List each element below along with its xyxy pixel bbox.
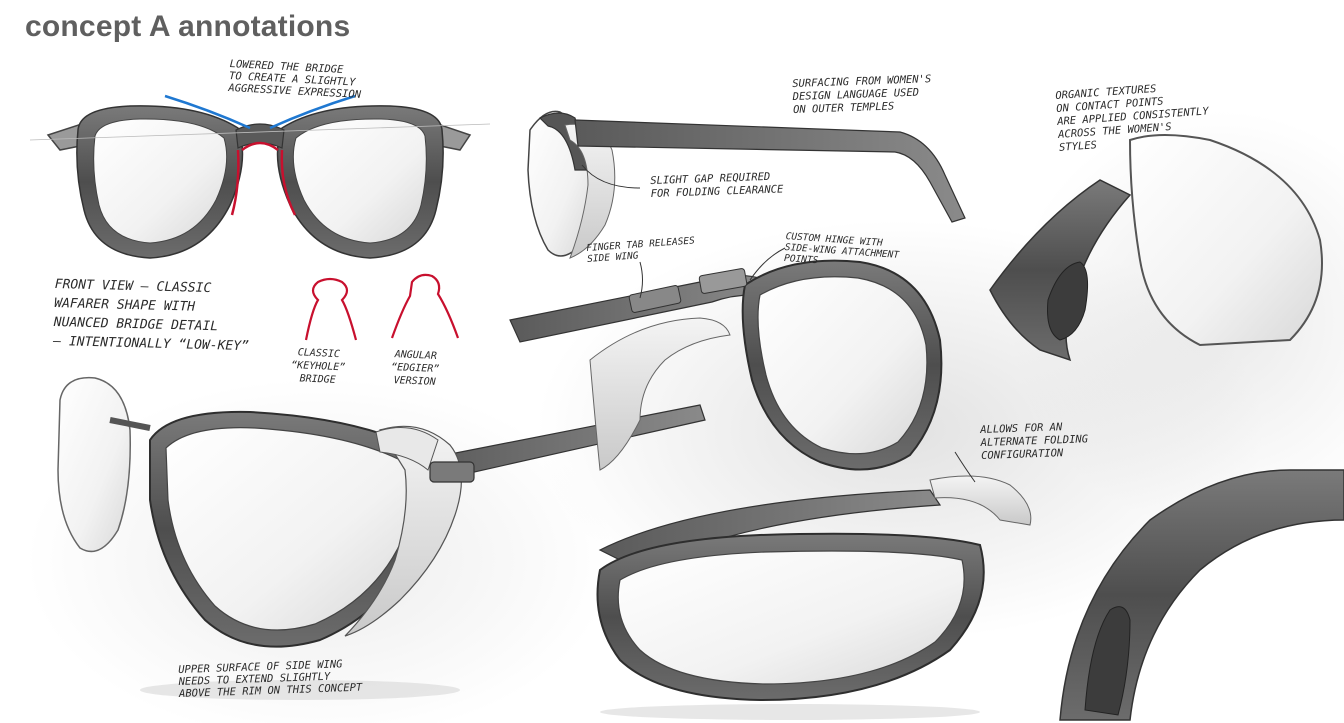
annotation-alternate-folding: Allows for an alternate folding configur…: [980, 421, 1089, 462]
hinge-detail-glasses: [509, 247, 943, 471]
side-view-glasses: [527, 110, 966, 259]
annotation-angular-version: Angular “edgier” version: [390, 349, 440, 388]
folded-glasses: [596, 451, 1032, 702]
annotation-lowered-bridge: Lowered the bridge to create a slightly …: [228, 58, 362, 101]
annotation-surfacing: Surfacing from women's design language u…: [792, 73, 932, 116]
texture-closeup-top: [989, 134, 1323, 362]
page-title: concept A annotations: [25, 10, 351, 43]
shadow-left: [140, 680, 460, 700]
annotation-slight-gap: Slight gap required for folding clearanc…: [650, 170, 784, 200]
annotation-upper-surface: Upper surface of side wing needs to exte…: [178, 658, 363, 700]
shadow-center: [600, 704, 980, 720]
front-view-glasses: [29, 94, 491, 259]
keyhole-bridge-sketch: [304, 277, 358, 341]
annotation-front-view: Front view – classic wafarer shape with …: [53, 276, 250, 355]
annotation-organic-textures: Organic textures on contact points are a…: [1055, 82, 1209, 154]
annotation-classic-bridge: Classic “keyhole” bridge: [290, 347, 346, 386]
texture-closeup-bottom: [1059, 469, 1344, 721]
angular-bridge-sketch: [390, 273, 460, 339]
